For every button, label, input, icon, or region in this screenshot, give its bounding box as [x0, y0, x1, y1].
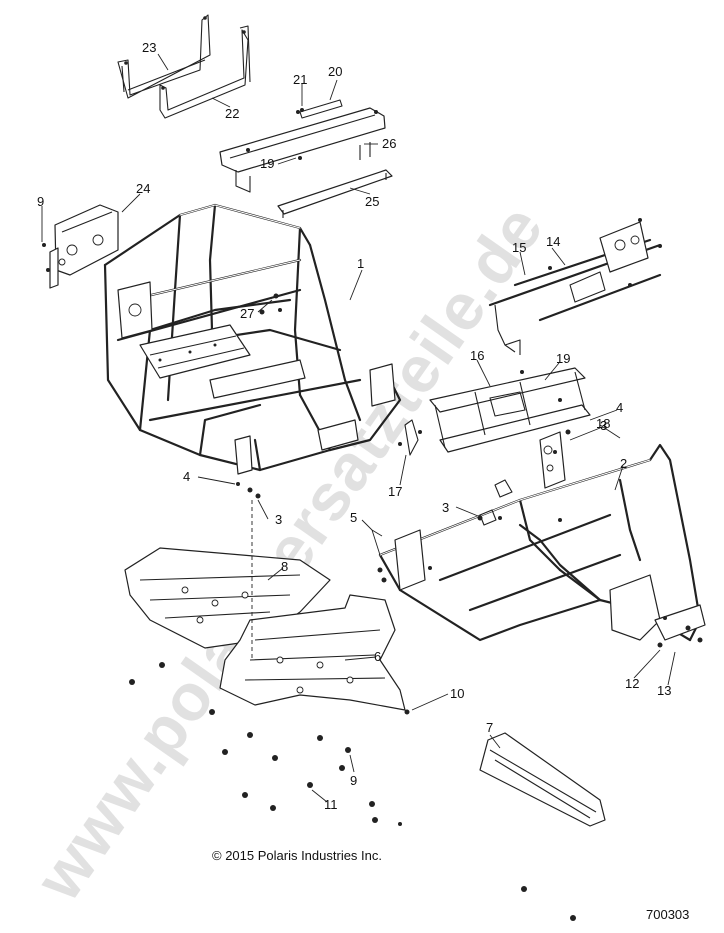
- rear-skid-plate: [219, 594, 406, 711]
- callout-7: 7: [486, 720, 493, 735]
- callout-2: 2: [620, 456, 627, 471]
- callout-4-right: 4: [616, 400, 623, 415]
- callout-13: 13: [657, 683, 671, 698]
- callout-18: 18: [596, 416, 610, 431]
- callout-23: 23: [142, 40, 156, 55]
- callout-25: 25: [365, 194, 379, 209]
- seat-bracket-assembly: [117, 14, 251, 119]
- callout-26: 26: [382, 136, 396, 151]
- rear-frame: [378, 431, 706, 642]
- fasteners: [129, 110, 703, 921]
- callout-20: 20: [328, 64, 342, 79]
- callout-3-left: 3: [275, 512, 282, 527]
- callout-9-left: 9: [37, 194, 44, 209]
- callout-12: 12: [625, 676, 639, 691]
- callout-21: 21: [293, 72, 307, 87]
- callout-3-mid: 3: [442, 500, 449, 515]
- callout-15: 15: [512, 240, 526, 255]
- callout-19-top: 19: [260, 156, 274, 171]
- callout-24: 24: [136, 181, 150, 196]
- callout-27: 27: [240, 306, 254, 321]
- side-bracket: [42, 204, 119, 289]
- leader-lines: [41, 53, 676, 803]
- document-number: 700303: [646, 907, 689, 922]
- callout-22: 22: [225, 106, 239, 121]
- callout-8: 8: [281, 559, 288, 574]
- callout-11: 11: [324, 797, 338, 812]
- callout-3-right: 3: [600, 418, 607, 433]
- callout-9-bottom: 9: [350, 773, 357, 788]
- main-frame-front: [103, 203, 402, 475]
- callout-6: 6: [374, 649, 381, 664]
- callout-4-left: 4: [183, 469, 190, 484]
- callout-5: 5: [350, 510, 357, 525]
- seat-rail-frame: [219, 99, 393, 218]
- callout-10: 10: [450, 686, 464, 701]
- callout-16: 16: [470, 348, 484, 363]
- callout-14: 14: [546, 234, 560, 249]
- copyright-text: © 2015 Polaris Industries Inc.: [212, 848, 382, 863]
- callout-19-mid: 19: [556, 351, 570, 366]
- rear-brace: [488, 218, 662, 355]
- callout-1: 1: [357, 256, 364, 271]
- callout-labels: 23 22 20 21 19 26 25 24 9 1 27 14 15 16 …: [37, 40, 671, 812]
- side-skid-plate: [479, 732, 606, 827]
- callout-17: 17: [388, 484, 402, 499]
